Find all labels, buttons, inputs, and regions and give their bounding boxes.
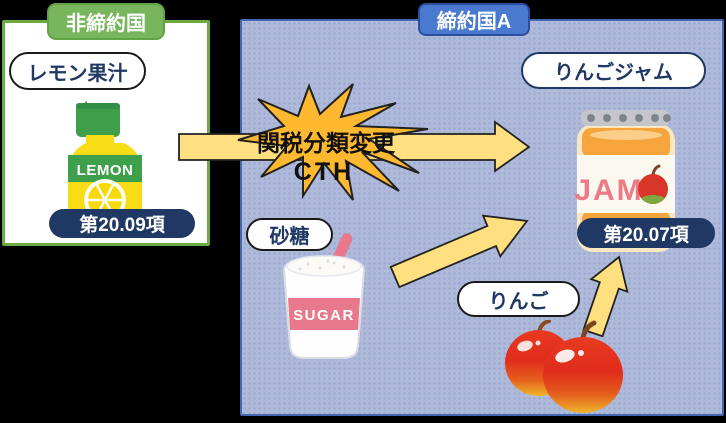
lemon-juice-label: レモン果汁 [9,52,146,90]
cth-burst-line1: 関税分類変更 [257,130,396,156]
cth-burst-line2: CTH [294,158,354,186]
jam-brand-text: JAM [574,174,643,207]
member-country-tag: 締約国A [418,3,530,36]
apple-jam-label: りんごジャム [521,52,706,89]
arrow-apple-to-jam-icon [582,255,629,338]
cth-starburst-icon [237,83,429,201]
lemon-brand-text: LEMON [77,162,134,179]
hs-heading-2009: 第20.09項 [49,209,195,238]
apple-label: りんご [457,281,580,317]
sugar-label: 砂糖 [246,218,333,251]
sugar-brand-text: SUGAR [293,307,355,324]
arrow-sugar-to-jam-icon [389,214,529,289]
apples-icon [505,320,623,413]
hs-heading-2007: 第20.07項 [577,218,715,248]
non-member-country-tag: 非締約国 [47,3,165,40]
sugar-cup-icon: SUGAR [282,233,366,359]
